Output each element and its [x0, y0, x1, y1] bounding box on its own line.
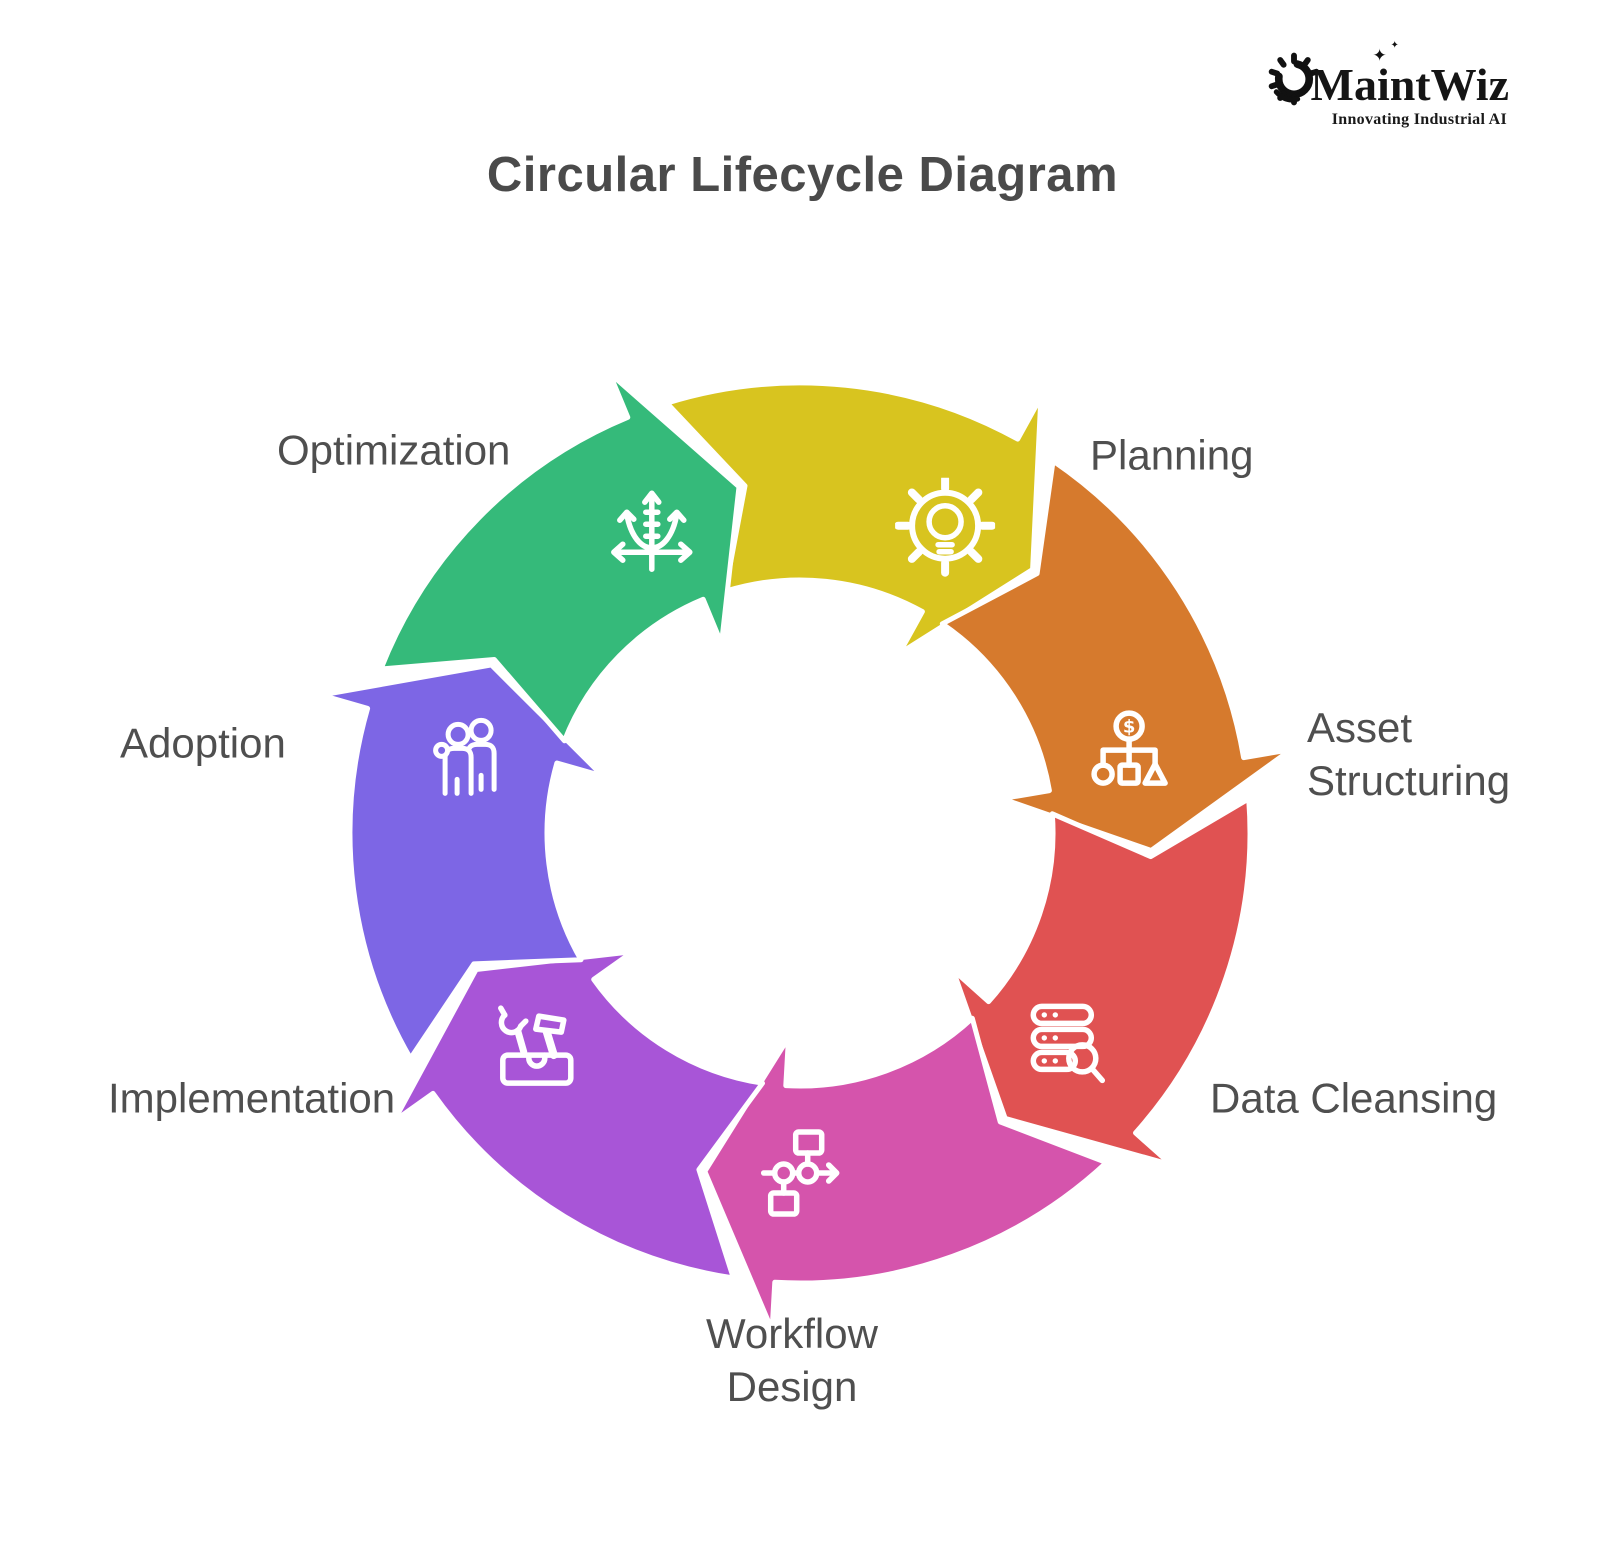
segment-planning-arrow [664, 380, 1044, 657]
logo-tagline: Innovating Industrial AI [1331, 111, 1507, 128]
label-optimization: Optimization [277, 426, 511, 474]
logo: MaintWiz ✦ ✦ Innovating Industrial AI [1267, 40, 1509, 129]
logo-brand-wrap: MaintWiz ✦ ✦ [1310, 40, 1509, 110]
label-adoption: Adoption [120, 719, 286, 767]
label-data-cleansing: Data Cleansing [1210, 1074, 1498, 1122]
label-workflow-design: Workflow Design [706, 1310, 878, 1410]
segment-implementation-arrow [391, 949, 765, 1281]
segment-asset-structuring-arrow [939, 458, 1294, 853]
sparkle-icon: ✦ [1372, 46, 1387, 65]
page-title: Circular Lifecycle Diagram [486, 148, 1119, 202]
segment-data-cleansing-arrow [950, 796, 1253, 1168]
label-planning: Planning [1090, 431, 1254, 479]
gear-swirl-icon [1268, 52, 1319, 106]
sparkle-small-icon: ✦ [1390, 40, 1399, 51]
ring-segments [319, 370, 1294, 1333]
label-implementation: Implementation [108, 1074, 396, 1122]
segment-adoption-arrow [319, 662, 606, 1061]
logo-brand: MaintWiz [1310, 59, 1509, 110]
label-asset-structuring: Asset Structuring [1307, 704, 1511, 804]
segment-optimization-arrow [378, 370, 742, 744]
segment-workflow-design-arrow [702, 1015, 1109, 1333]
logo-row: MaintWiz ✦ ✦ [1267, 40, 1509, 110]
